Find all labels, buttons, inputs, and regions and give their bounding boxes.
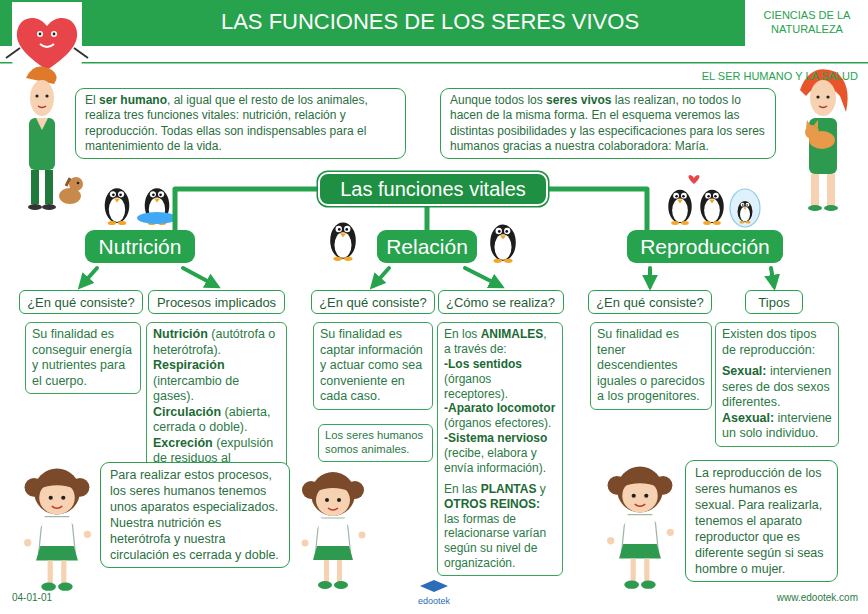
node-text: Su finalidad es conseguir energía y nutr… bbox=[32, 327, 134, 389]
question-box: ¿En qué consiste? bbox=[311, 290, 435, 314]
text-box: Los seres humanos somos animales. bbox=[318, 424, 433, 462]
header-rule bbox=[0, 62, 868, 64]
page-label: edootek bbox=[404, 596, 464, 607]
speech-bubble: Aunque todos los seres vivos las realiza… bbox=[440, 88, 776, 159]
arrow bbox=[373, 268, 389, 286]
text-box: Existen dos tipos de reproducción: Sexual… bbox=[715, 322, 839, 447]
node-text: -Sistema nervioso (recibe, elabora y env… bbox=[444, 431, 556, 476]
girl-maria bbox=[607, 466, 674, 588]
bold-term: seres vivos bbox=[546, 93, 611, 107]
function-box: Relación bbox=[377, 230, 477, 263]
function-box: Nutrición bbox=[85, 230, 195, 263]
arrow bbox=[771, 268, 774, 286]
node-text: Sexual: intervienen seres de dos sexos d… bbox=[722, 364, 832, 411]
penguin bbox=[700, 190, 723, 225]
text-box: Su finalidad es conseguir energía y nutr… bbox=[25, 322, 141, 394]
node-text: Relación bbox=[386, 235, 468, 259]
bold-term: Sexual: bbox=[722, 364, 766, 378]
node-text: ¿En qué consiste? bbox=[596, 295, 704, 310]
edootek-logo bbox=[420, 580, 448, 592]
question-box: ¿En qué consiste? bbox=[588, 290, 712, 314]
question-box: ¿En qué consiste? bbox=[19, 290, 143, 314]
page-label: www.edootek.com bbox=[740, 592, 858, 604]
node-text: Procesos implicados bbox=[157, 295, 276, 310]
node-text: Su finalidad es tener descendientes igua… bbox=[597, 327, 705, 405]
node-text: -Aparato locomotor (órganos efectores). bbox=[444, 401, 556, 431]
node-text: Aunque todos los seres vivos las realiza… bbox=[450, 93, 766, 154]
penguin bbox=[105, 188, 130, 225]
node-text: Existen dos tipos de reproducción: bbox=[722, 327, 832, 358]
node-text: Nutrición (autótrofa o heterótrofa). bbox=[153, 327, 280, 358]
penguin bbox=[668, 190, 691, 225]
node-text: ¿Cómo se realiza? bbox=[446, 295, 555, 310]
arrow bbox=[183, 268, 217, 286]
bold-term: Respiración bbox=[153, 358, 225, 372]
node-text: Nutrición bbox=[99, 235, 182, 259]
bold-term: ANIMALES bbox=[481, 327, 544, 341]
header-bar bbox=[0, 0, 745, 46]
girl-maria bbox=[302, 472, 366, 589]
text-box: Su finalidad es captar información y act… bbox=[313, 322, 433, 410]
node-text: Los seres humanos somos animales. bbox=[325, 429, 426, 457]
arrow bbox=[465, 268, 501, 286]
bold-term: PLANTAS bbox=[481, 482, 537, 496]
bold-term: ser humano bbox=[99, 93, 167, 107]
central-box: Las funciones vitales bbox=[318, 172, 548, 206]
penguin bbox=[490, 225, 516, 263]
bold-term: Excreción bbox=[153, 436, 213, 450]
speech-bubble: El ser humano, al igual que el resto de … bbox=[75, 88, 406, 159]
node-text: Las funciones vitales bbox=[340, 178, 526, 201]
penguin bbox=[330, 223, 356, 261]
doctor-woman bbox=[800, 69, 848, 211]
node-text: Circulación (abierta, cerrada o doble). bbox=[153, 405, 280, 436]
bold-term: -Aparato locomotor bbox=[444, 401, 555, 415]
question-box: Procesos implicados bbox=[148, 290, 285, 314]
heart bbox=[689, 175, 700, 184]
bold-term: Circulación bbox=[153, 405, 221, 419]
node-text: Su finalidad es captar información y act… bbox=[320, 327, 426, 405]
branch-line bbox=[548, 189, 647, 230]
title: LAS FUNCIONES DE LOS SERES VIVOS bbox=[150, 9, 710, 35]
node-text: Para realizar estos procesos, los seres … bbox=[110, 467, 280, 563]
arrow bbox=[648, 268, 652, 286]
branch-line bbox=[425, 206, 430, 230]
function-box: Reproducción bbox=[627, 230, 783, 263]
bold-term: -Sistema nervioso bbox=[444, 431, 547, 445]
page-label: 04-01-01 bbox=[12, 592, 92, 604]
text-box: Su finalidad es tener descendientes igua… bbox=[590, 322, 712, 410]
node-text: El ser humano, al igual que el resto de … bbox=[85, 93, 396, 154]
question-box: Tipos bbox=[745, 290, 803, 314]
water bbox=[137, 212, 177, 224]
bold-term: OTROS REINOS: bbox=[444, 497, 540, 511]
speech-bubble: La reproducción de los seres humanos es … bbox=[685, 460, 838, 582]
node-text: ¿En qué consiste? bbox=[319, 295, 427, 310]
text-box: En los ANIMALES, a través de:-Los sentid… bbox=[437, 322, 563, 576]
bold-term: Nutrición bbox=[153, 327, 208, 341]
egg bbox=[730, 189, 760, 227]
page-label: EL SER HUMANO Y LA SALUD bbox=[600, 70, 858, 83]
bold-term: -Los sentidos bbox=[444, 357, 522, 371]
arrow bbox=[81, 268, 97, 286]
node-text: -Los sentidos (órganos receptores). bbox=[444, 357, 556, 402]
heart-logo bbox=[6, 2, 88, 78]
node-text: Respiración (intercambio de gases). bbox=[153, 358, 280, 405]
node-text: Asexual: interviene un solo individuo. bbox=[722, 411, 832, 442]
node-text: ¿En qué consiste? bbox=[27, 295, 135, 310]
node-text: La reproducción de los seres humanos es … bbox=[695, 465, 828, 577]
question-box: ¿Cómo se realiza? bbox=[438, 290, 564, 314]
node-text: En los ANIMALES, a través de: bbox=[444, 327, 556, 357]
branch-line bbox=[175, 189, 318, 230]
node-text: Reproducción bbox=[640, 235, 770, 259]
node-text: Tipos bbox=[758, 295, 789, 310]
speech-bubble: Para realizar estos procesos, los seres … bbox=[100, 462, 290, 568]
penguin bbox=[738, 201, 753, 223]
page-label: CIENCIAS DE LA NATURALEZA bbox=[752, 8, 862, 36]
girl-maria bbox=[24, 468, 91, 590]
bold-term: Asexual: bbox=[722, 411, 774, 425]
node-text: En las PLANTAS y OTROS REINOS: las forma… bbox=[444, 482, 556, 571]
